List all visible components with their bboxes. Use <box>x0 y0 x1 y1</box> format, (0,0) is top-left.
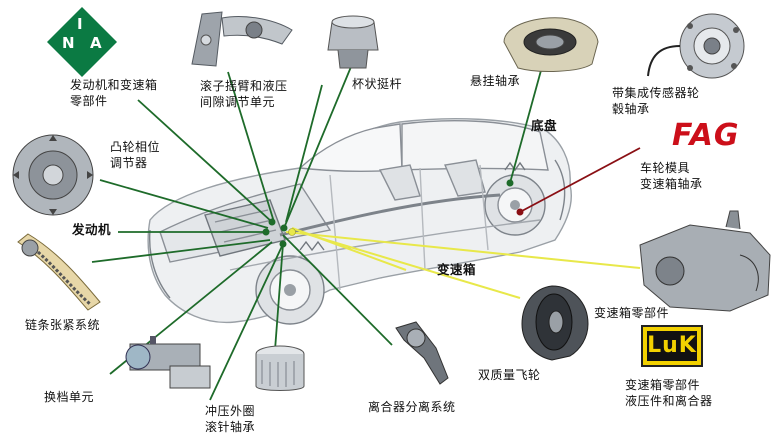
label-chain-tensioner: 链条张紧系统 <box>25 318 101 332</box>
ina-letter-a: A <box>90 34 102 52</box>
label-clutch-release: 离合器分离系统 <box>368 400 456 414</box>
luk-logo-text: LuK <box>647 331 697 361</box>
transmission-leader-lines <box>285 227 641 299</box>
chain-tensioner-illustration <box>17 233 101 311</box>
label-roller-rocker: 滚子摇臂和液压 间隙调节单元 <box>200 79 288 109</box>
suspension-bearing-illustration <box>503 17 599 72</box>
roller-rocker-illustration <box>191 11 293 67</box>
cam-phaser-illustration <box>12 134 94 216</box>
label-chassis: 底盘 <box>531 118 558 133</box>
fag-logo: FAG <box>672 118 740 153</box>
label-engine-transmission-parts: 发动机和变速箱 零部件 <box>70 78 158 108</box>
clutch-release-illustration <box>395 321 449 385</box>
label-cam-phaser: 凸轮相位 调节器 <box>110 140 161 170</box>
label-sensor-wheel-bearing: 带集成传感器轮 毂轴承 <box>612 86 700 116</box>
label-dual-mass-flywheel: 双质量飞轮 <box>478 368 541 382</box>
ina-logo: I N A <box>45 5 119 79</box>
label-transmission: 变速箱 <box>437 262 477 277</box>
gearbox-illustration <box>639 210 771 312</box>
label-engine: 发动机 <box>72 222 112 237</box>
shift-unit-illustration <box>125 336 211 389</box>
label-wheel-module-bearing: 车轮模具 变速箱轴承 <box>640 161 703 191</box>
ina-letter-n: N <box>62 34 75 52</box>
dual-mass-flywheel-illustration <box>521 285 589 361</box>
connection-dots <box>262 179 524 248</box>
chassis-leader-lines <box>519 147 641 213</box>
label-cup-tappet: 杯状挺杆 <box>352 77 403 91</box>
label-shift-unit: 换档单元 <box>44 390 95 404</box>
sensor-wheel-hub-illustration <box>647 13 745 79</box>
label-gearbox-parts: 变速箱零部件 <box>594 306 670 320</box>
luk-logo: LuK <box>641 325 703 367</box>
car-illustration <box>147 118 572 325</box>
label-suspension-bearing: 悬挂轴承 <box>470 74 521 88</box>
label-gearbox-parts-clutch: 变速箱零部件 液压件和离合器 <box>625 378 713 408</box>
label-needle-bearing: 冲压外圈 滚针轴承 <box>205 404 256 434</box>
needle-bearing-illustration <box>255 345 305 391</box>
ina-letter-i: I <box>77 15 83 33</box>
cup-tappet-illustration <box>327 15 379 69</box>
